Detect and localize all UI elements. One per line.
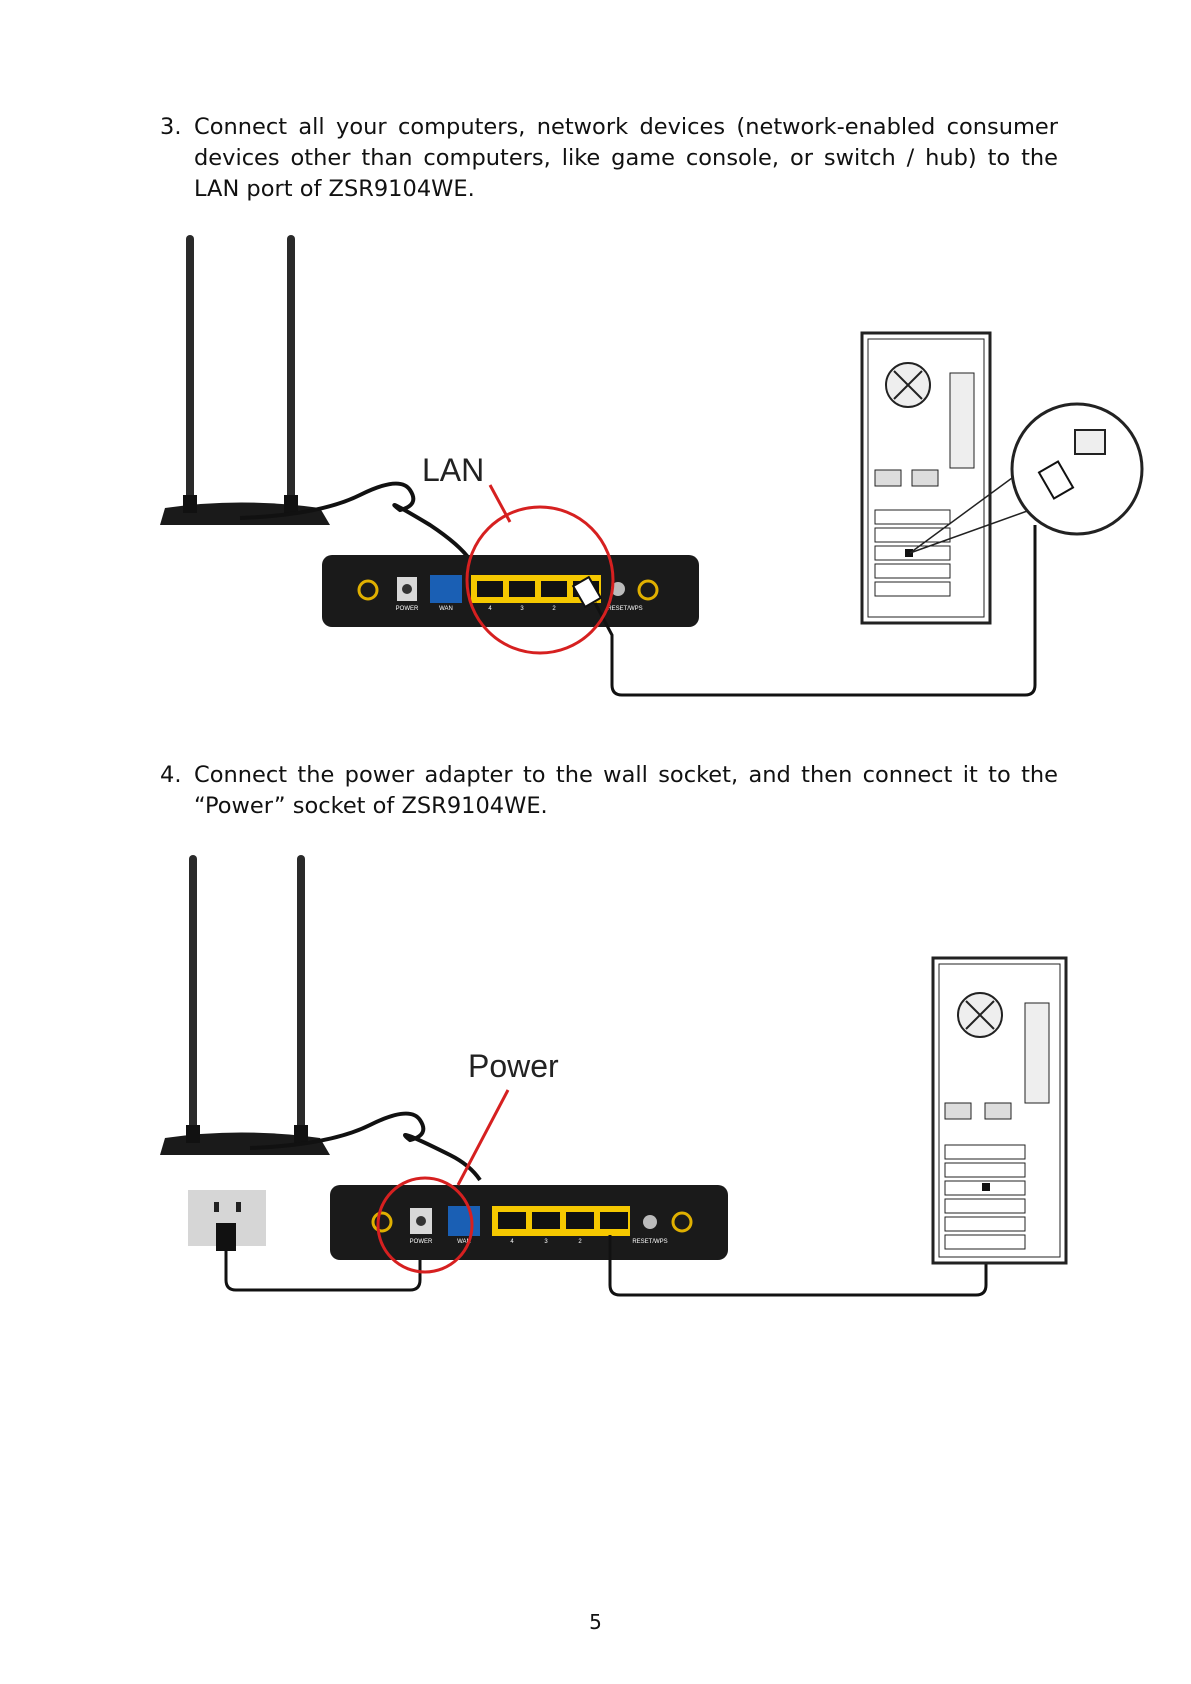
step-text: Connect the power adapter to the wall so… bbox=[194, 762, 1058, 819]
step-3: 3. Connect all your computers, network d… bbox=[160, 112, 1058, 205]
step-4: 4. Connect the power adapter to the wall… bbox=[160, 760, 1058, 822]
power-label: Power bbox=[468, 1048, 559, 1084]
lan-cable bbox=[608, 1195, 988, 1297]
port-label-reset: RESET/WPS bbox=[607, 606, 642, 612]
port-label-wan: WAN bbox=[439, 606, 453, 612]
port-label-2: 2 bbox=[578, 1239, 582, 1245]
step-number: 3. bbox=[160, 114, 182, 140]
port-label-4: 4 bbox=[488, 606, 492, 612]
step-number: 4. bbox=[160, 762, 182, 788]
port-label-4: 4 bbox=[510, 1239, 514, 1245]
router: POWER WAN 4 3 2 RESET/WPS bbox=[322, 555, 699, 627]
port-label-3: 3 bbox=[544, 1239, 548, 1245]
lan-cable bbox=[571, 525, 1037, 697]
antenna-stand bbox=[160, 235, 472, 562]
page-number: 5 bbox=[589, 1610, 602, 1634]
wall-socket bbox=[188, 1190, 422, 1292]
port-label-2: 2 bbox=[552, 606, 556, 612]
lan-label: LAN bbox=[422, 452, 484, 488]
antenna-stand bbox=[160, 855, 482, 1182]
lan-callout: LAN bbox=[422, 452, 615, 655]
port-label-3: 3 bbox=[520, 606, 524, 612]
port-label-wan: WAN bbox=[457, 1239, 471, 1245]
step-text: Connect all your computers, network devi… bbox=[194, 114, 1058, 202]
lan-connection-diagram: POWER WAN 4 3 2 RESET/WPS LAN bbox=[160, 235, 1144, 697]
lan-port-zoom bbox=[1010, 402, 1144, 536]
power-connection-diagram: POWER WAN 4 3 2 RESET/WPS Power bbox=[160, 855, 1068, 1297]
computer-tower bbox=[931, 956, 1068, 1265]
port-label-power: POWER bbox=[396, 606, 419, 612]
port-label-reset: RESET/WPS bbox=[632, 1239, 667, 1245]
port-label-power: POWER bbox=[410, 1239, 433, 1245]
power-callout: Power bbox=[376, 1048, 559, 1274]
router: POWER WAN 4 3 2 RESET/WPS bbox=[330, 1185, 728, 1260]
